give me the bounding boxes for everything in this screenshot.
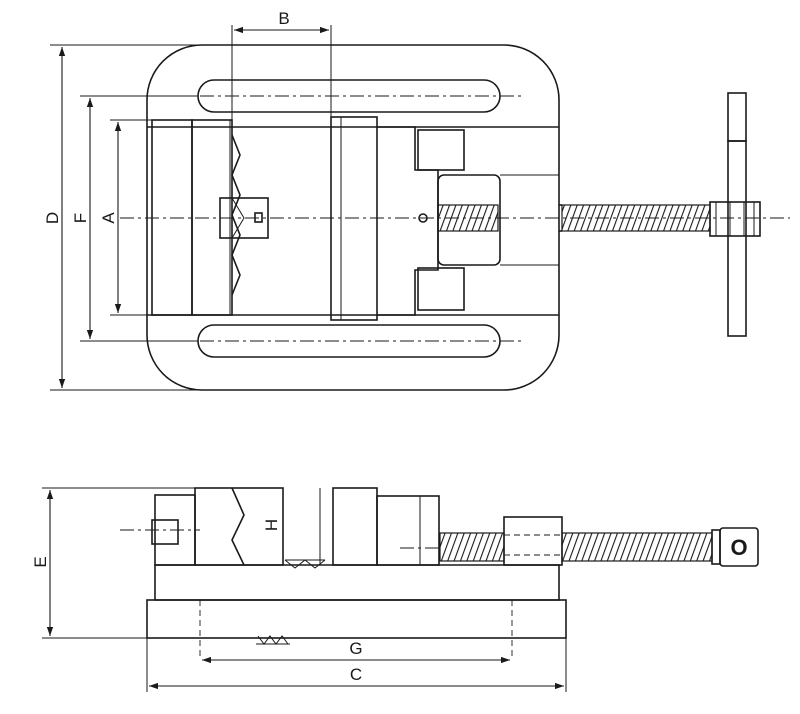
handle-side	[719, 527, 759, 567]
lead-screw-outer-top	[561, 204, 711, 232]
handle-top	[709, 92, 761, 337]
side-body	[154, 564, 560, 601]
side-base	[146, 599, 567, 639]
dim-label-g: G	[349, 639, 362, 658]
dim-label-f: F	[71, 213, 90, 223]
fixed-jaw-side: H	[120, 487, 326, 569]
movable-jaw-side	[319, 487, 440, 566]
dim-label-c: C	[350, 665, 362, 684]
dim-label-d: D	[43, 212, 62, 224]
side-view: H O E G	[31, 487, 759, 692]
screw-end-side	[711, 529, 721, 565]
lead-screw-outer-side	[561, 532, 713, 562]
base-plate	[146, 44, 560, 391]
dim-label-e: E	[31, 556, 50, 567]
screw-nut-side	[503, 516, 563, 566]
lead-screw-side	[439, 532, 505, 562]
dim-label-a: A	[99, 212, 118, 224]
dim-label-h: H	[262, 519, 281, 531]
top-view: D F A B	[43, 9, 790, 391]
dim-label-o: O	[730, 535, 747, 560]
dim-label-b: B	[278, 9, 289, 28]
fixed-jaw	[151, 119, 269, 316]
